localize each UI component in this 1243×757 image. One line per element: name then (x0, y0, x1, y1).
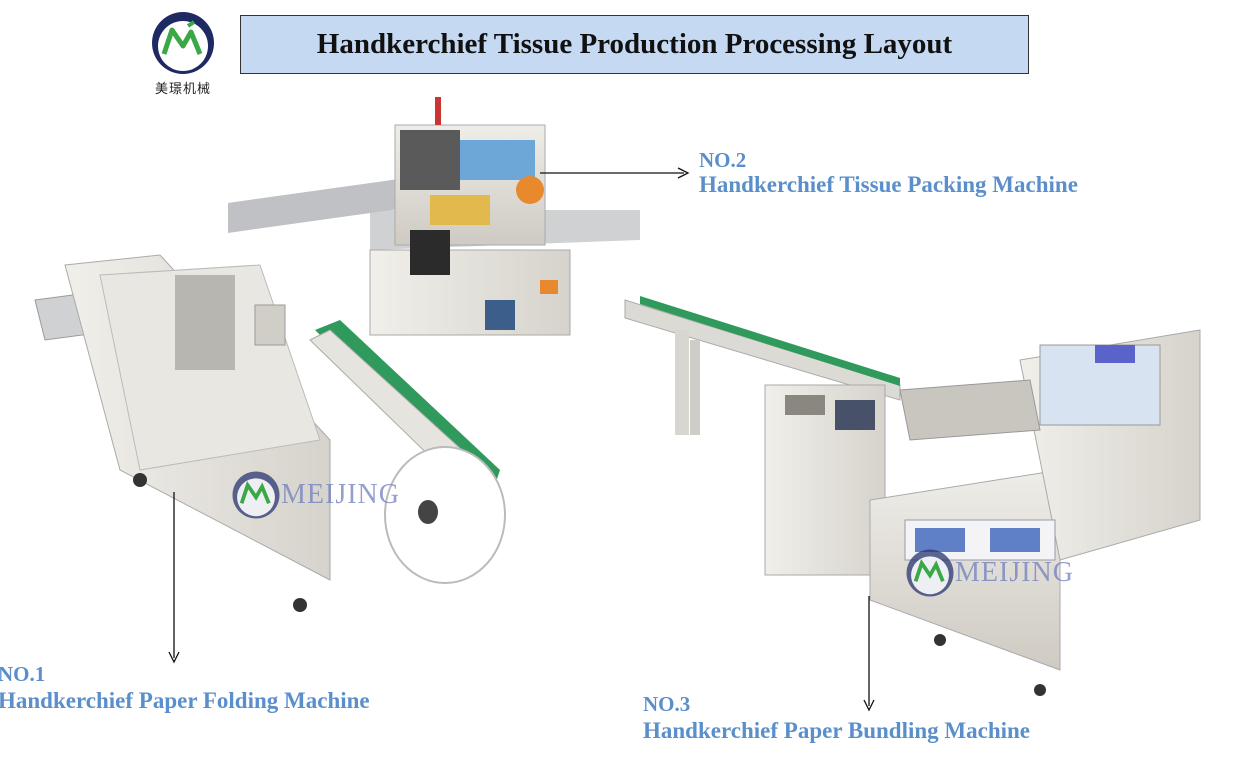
logo-text: 美璟机械 (154, 82, 211, 97)
arrows (168, 167, 875, 712)
watermark: MEIJING (231, 470, 400, 520)
meijing-watermark-icon (906, 549, 954, 597)
watermark: MEIJING (905, 548, 1074, 598)
watermark-text: MEIJING (281, 479, 400, 510)
machine-number: NO.3 (643, 692, 691, 716)
machine-label-3: NO.3 Handkerchief Paper Bundling Machine (643, 692, 1031, 743)
machine-label-2: NO.2 Handkerchief Tissue Packing Machine (699, 148, 1078, 197)
machine-label-1: NO.1 Handkerchief Paper Folding Machine (0, 662, 370, 713)
conveyor (624, 296, 901, 435)
meijing-watermark-icon (232, 471, 280, 519)
meijing-logo-icon (152, 12, 214, 74)
brand-logo: 美璟机械 (146, 10, 220, 102)
machine-number: NO.1 (0, 662, 46, 686)
bundling-machine (764, 329, 1201, 696)
packing-machine (228, 97, 640, 336)
machine-number: NO.2 (699, 148, 747, 172)
folding-machine (34, 254, 506, 612)
title-box: Handkerchief Tissue Production Processin… (240, 15, 1029, 74)
machine-name: Handkerchief Tissue Packing Machine (699, 172, 1078, 197)
machine-name: Handkerchief Paper Bundling Machine (643, 718, 1031, 743)
page-title: Handkerchief Tissue Production Processin… (316, 28, 953, 60)
watermark-text: MEIJING (955, 557, 1074, 588)
machine-name: Handkerchief Paper Folding Machine (0, 688, 370, 713)
